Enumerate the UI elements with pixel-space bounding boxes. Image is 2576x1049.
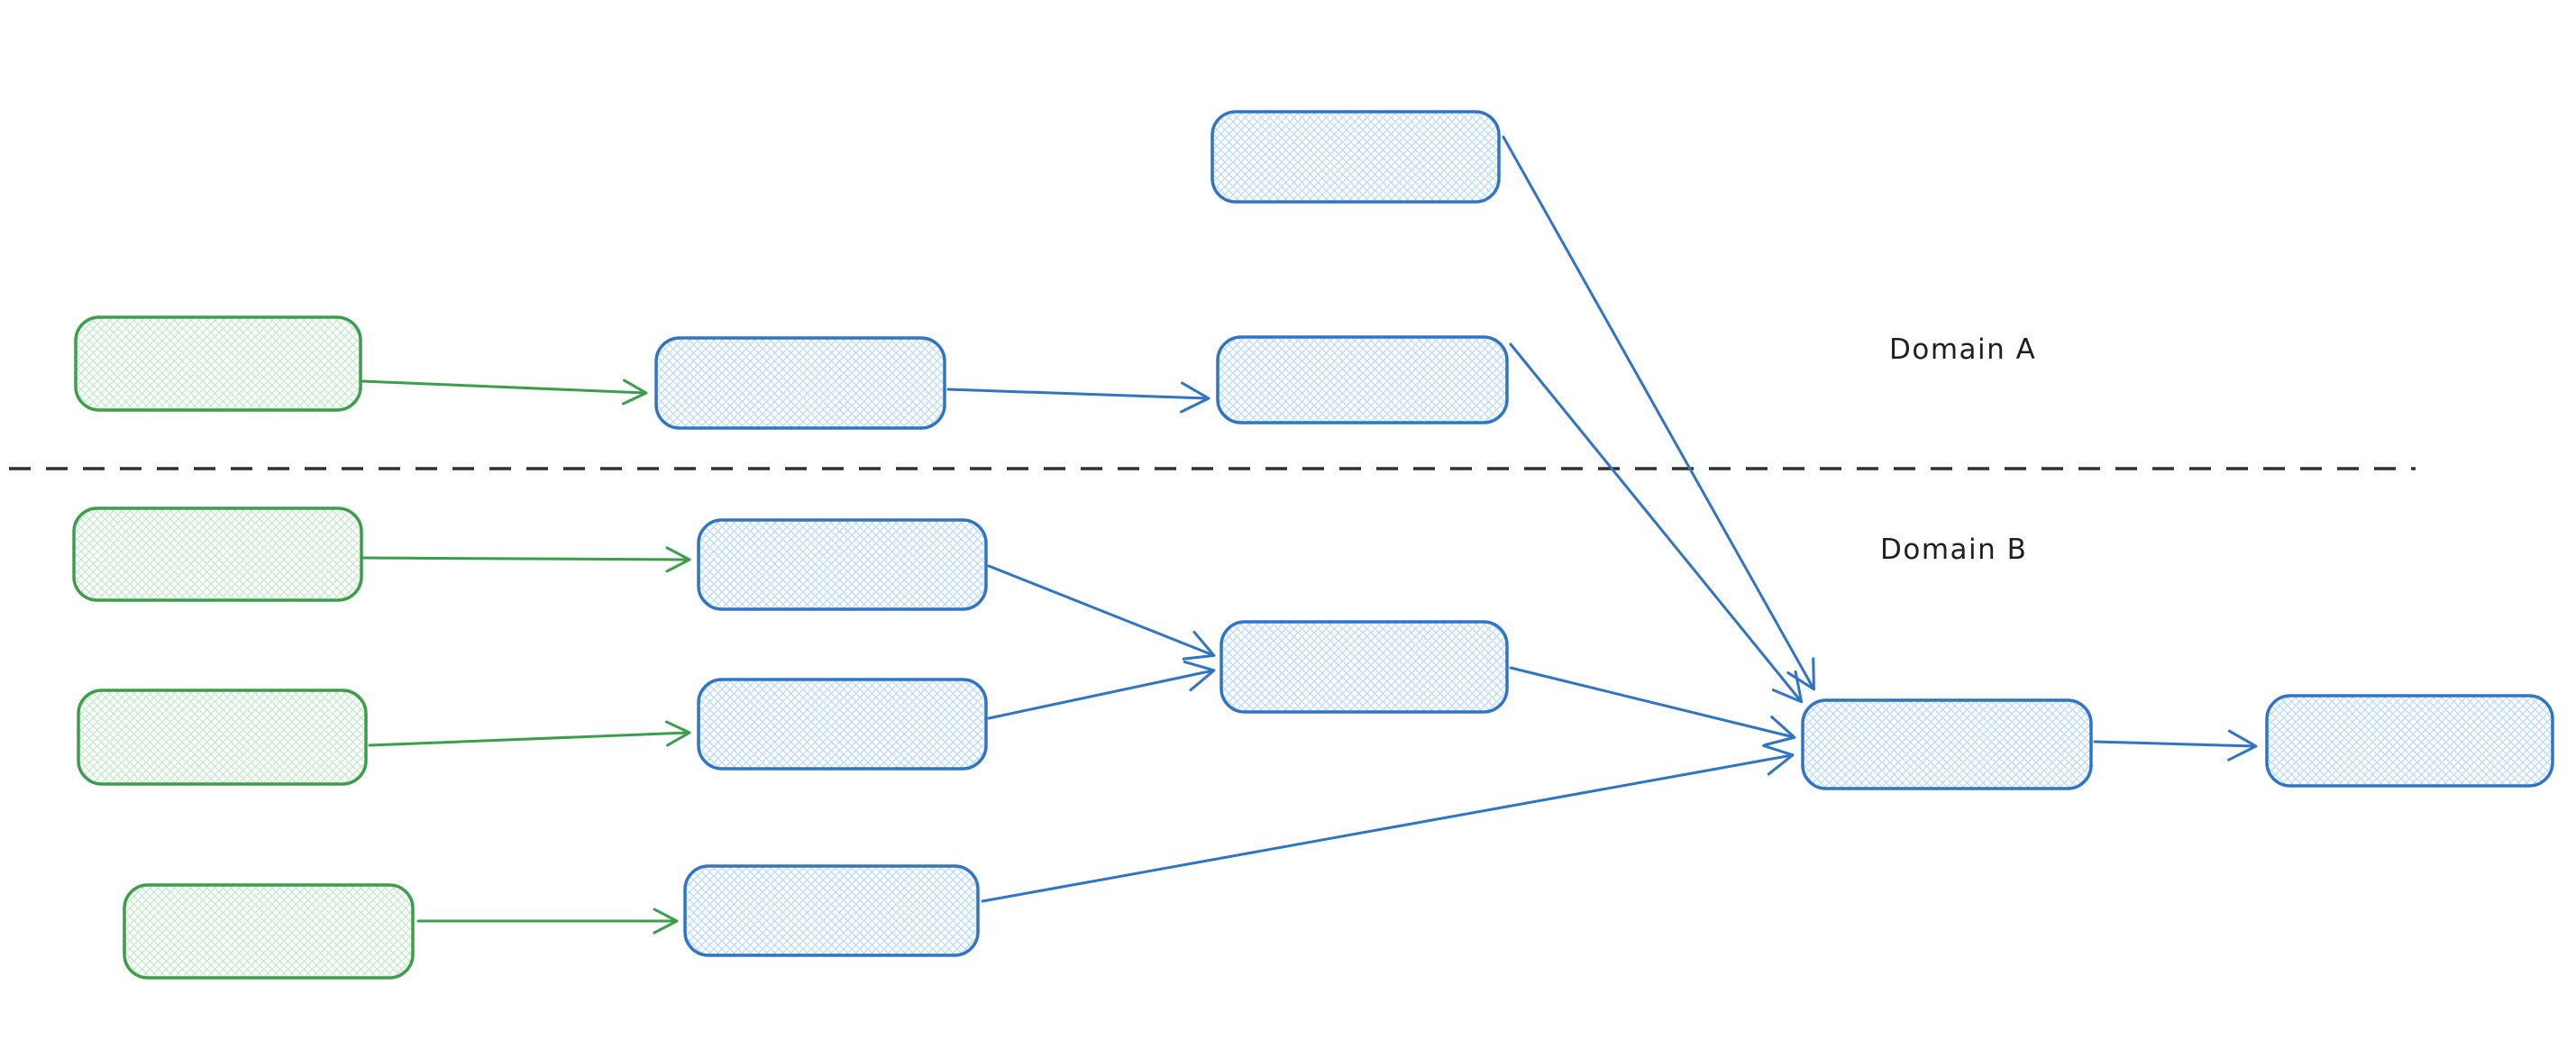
node-a-stage-1	[654, 336, 946, 430]
node-output	[2265, 694, 2554, 788]
edge-b-stage-3-to-aggregator	[981, 743, 1795, 903]
node-b-stage-1	[697, 518, 988, 611]
node-a-stage-2	[1216, 335, 1509, 424]
node-b-merge	[1219, 620, 1509, 714]
edge-a-top-input-to-aggregator	[1502, 135, 1815, 691]
nodes-layer	[72, 110, 2554, 980]
edge-b-stage-2-to-b-merge	[987, 660, 1216, 720]
edge-a-stage-2-to-aggregator	[1509, 342, 1804, 704]
edge-a-source-to-a-stage-1	[361, 379, 648, 406]
node-b-source-1	[72, 506, 363, 602]
domain-b-label: Domain B	[1880, 534, 2028, 566]
node-b-stage-3	[683, 864, 980, 957]
edge-aggregator-to-output	[2093, 729, 2258, 762]
edges-layer	[361, 135, 2258, 935]
edge-b-source-2-to-b-stage-2	[368, 720, 691, 747]
node-a-top-input	[1210, 110, 1501, 204]
edge-b-merge-to-aggregator	[1509, 666, 1796, 747]
domain-a-label: Domain A	[1889, 333, 2037, 366]
node-a-source	[74, 315, 362, 412]
node-aggregator	[1801, 698, 2093, 790]
node-b-source-3	[123, 883, 415, 980]
edge-b-stage-1-to-b-merge	[987, 564, 1216, 661]
edge-b-source-1-to-b-stage-1	[361, 546, 691, 573]
node-b-stage-2	[697, 678, 988, 771]
edge-a-stage-1-to-a-stage-2	[946, 381, 1210, 414]
node-b-source-2	[77, 689, 368, 786]
